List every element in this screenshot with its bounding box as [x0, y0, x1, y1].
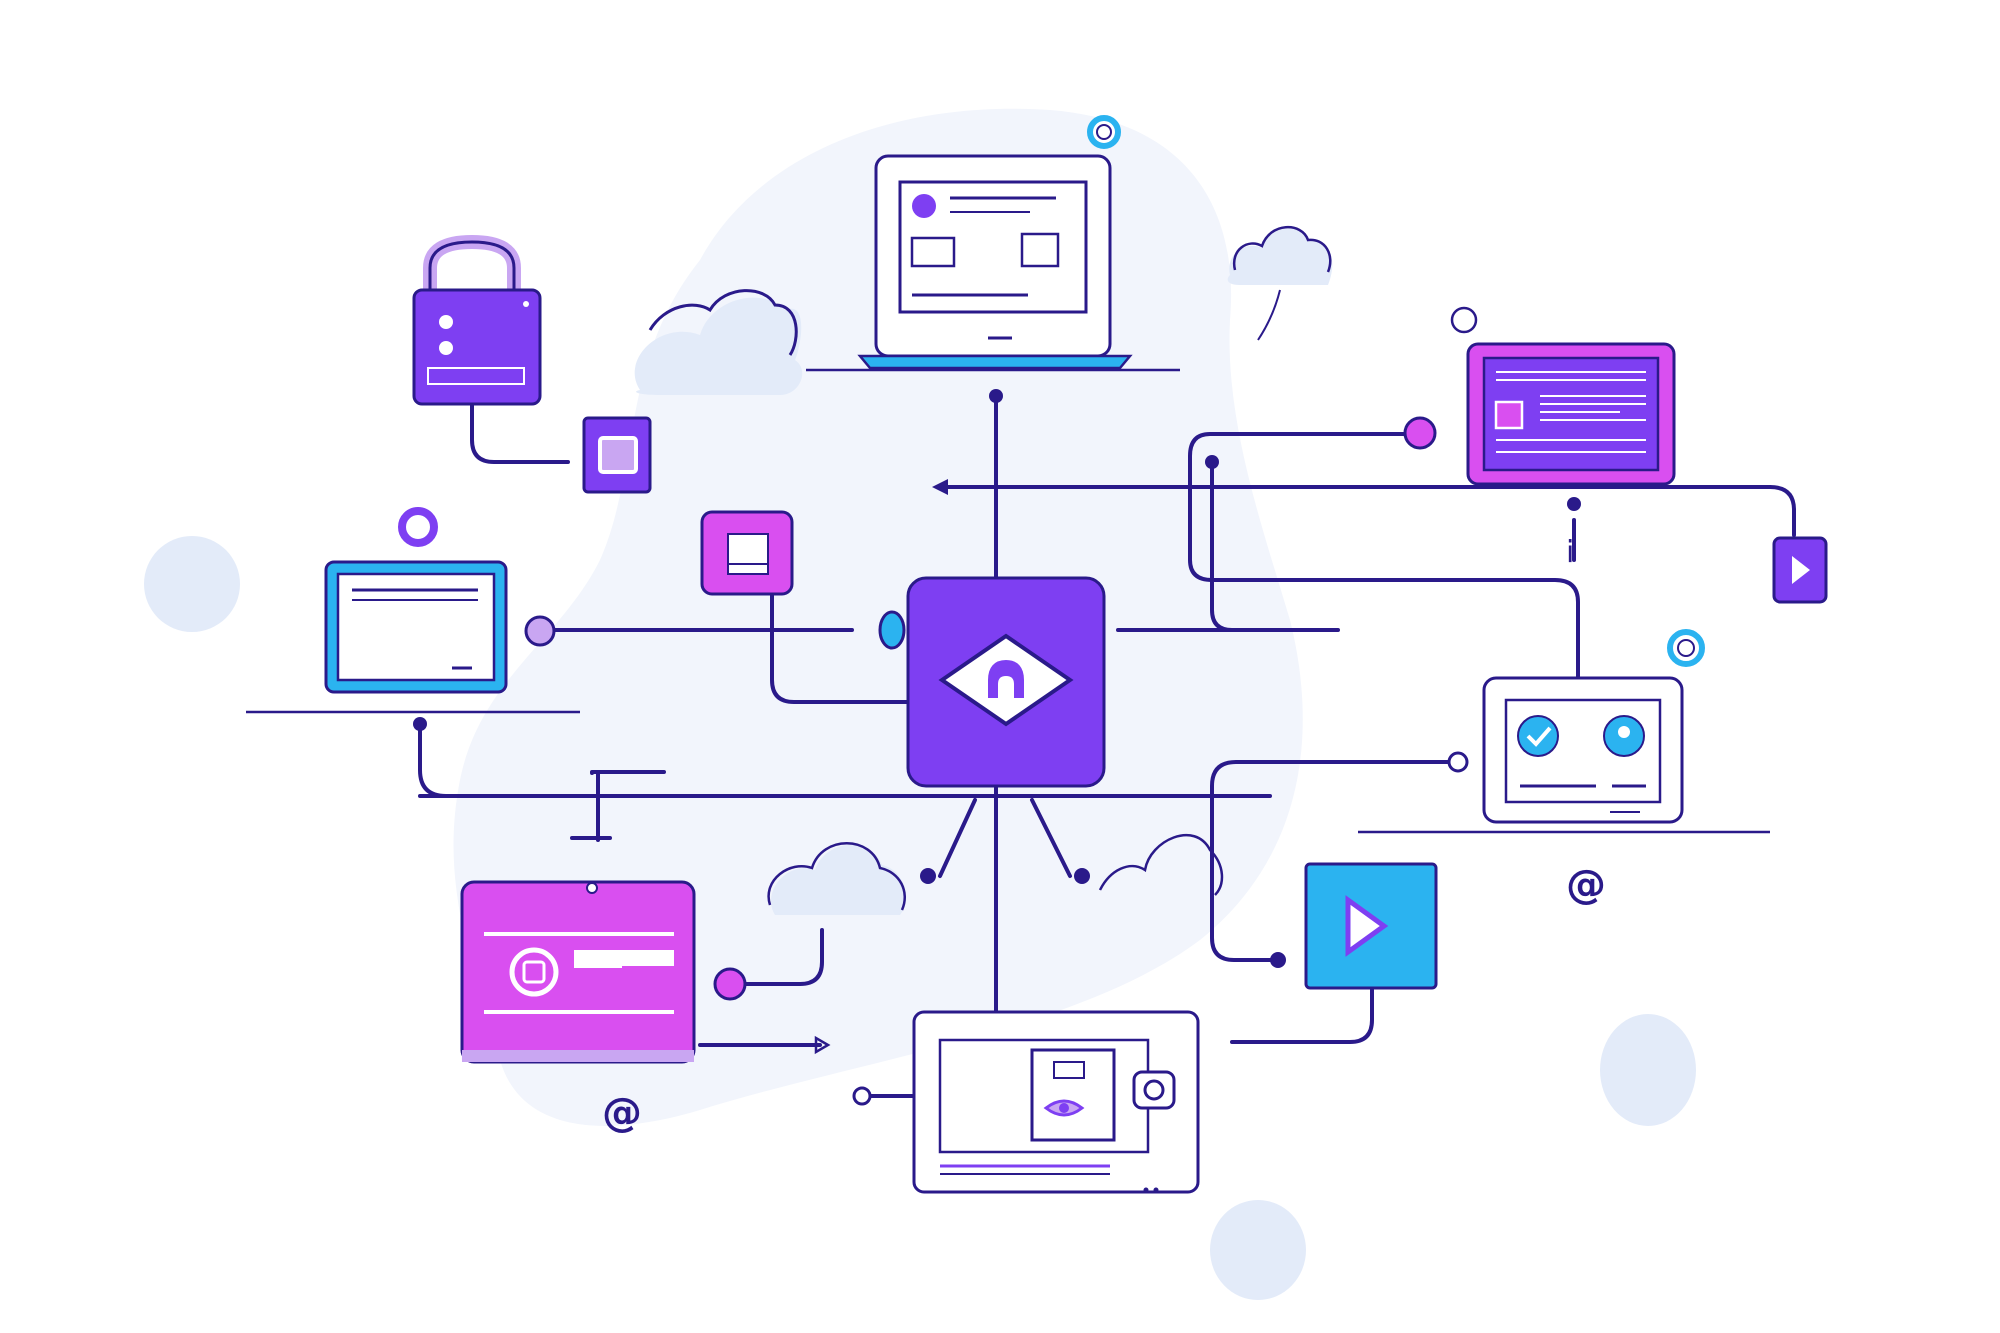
padlock-icon [414, 242, 540, 404]
email-at-icon-bottom-left: @ [602, 1090, 642, 1136]
square-button-tile-inner [600, 438, 636, 472]
decor-blob-left [144, 536, 240, 632]
device-bottom [914, 1012, 1198, 1193]
node-pink-top-right [1405, 418, 1435, 448]
info-glyph: i [1566, 535, 1574, 570]
card-icon [912, 238, 954, 266]
tablet-top-right [1468, 344, 1674, 484]
node-blue-hub-side [880, 612, 904, 648]
image-icon [1022, 234, 1058, 266]
cloud-icon-top-right [1228, 227, 1333, 340]
pink-card [462, 882, 694, 1062]
node-pink-bottom-left [715, 969, 745, 999]
decor-blob-right [1600, 1014, 1696, 1126]
play-icon [1774, 538, 1826, 602]
decor-blob-bottom [1210, 1200, 1306, 1300]
device-right [1358, 678, 1770, 832]
email-at-icon-right: @ [1566, 862, 1606, 908]
magenta-folder-tile [702, 512, 792, 594]
node-plug-left [526, 617, 554, 645]
play-tile-blue [1306, 864, 1436, 988]
diamond-hub-icon [908, 578, 1104, 786]
node-plug-bottom [854, 1088, 870, 1104]
node-right-hook [1449, 753, 1467, 771]
checkmark-icon [1518, 716, 1558, 756]
check-avatar-icon [912, 194, 936, 218]
